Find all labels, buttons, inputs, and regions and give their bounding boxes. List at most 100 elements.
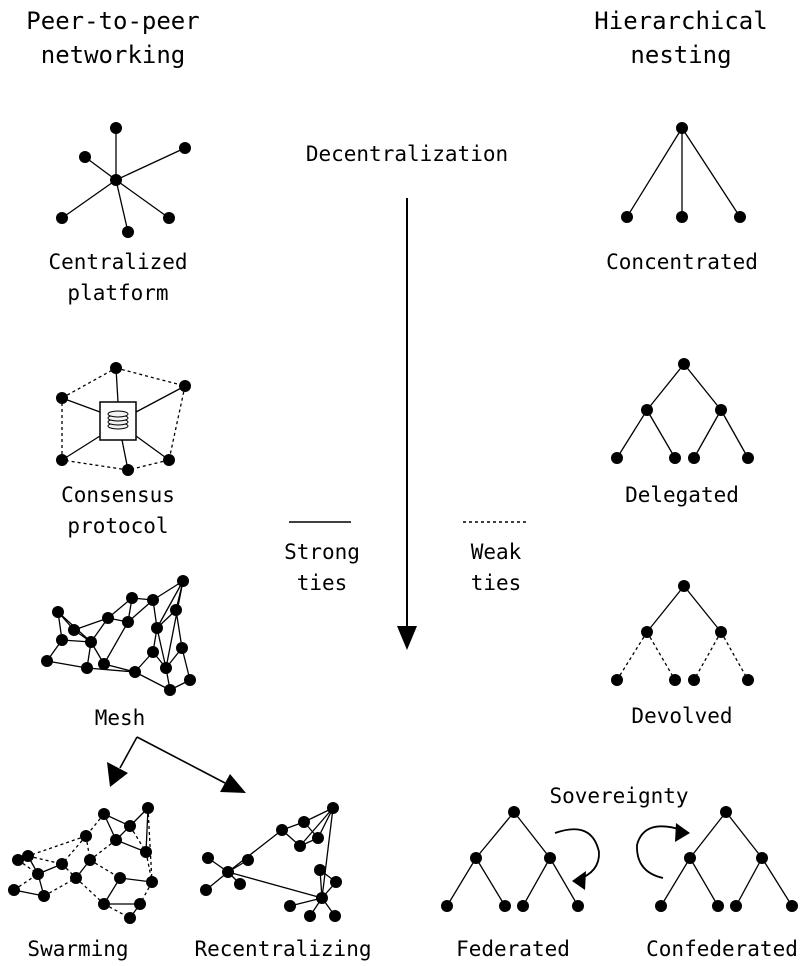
centralized-platform-graph [56,122,191,238]
node [678,358,690,370]
strong-tie-edge [513,811,551,859]
node [508,806,520,818]
devolved-label: Devolved [631,704,733,728]
node [110,174,122,186]
node [151,622,163,634]
strong-tie-edge [156,627,167,669]
node [720,806,732,818]
node [621,211,633,223]
node [676,122,688,134]
node [742,452,754,464]
node [284,900,296,912]
decentralization-arrow [397,198,417,650]
node [712,900,724,912]
node [146,876,158,888]
node [140,846,152,858]
node [129,666,141,678]
node [124,912,136,924]
node [98,898,110,910]
node [688,452,700,464]
node [756,852,768,864]
weak-ties-label: Weak ties [470,540,522,595]
strong-tie-edge [761,857,793,907]
weak-tie-edge [646,631,676,681]
strong-tie-edge [626,127,683,218]
strong-tie-edge [475,811,515,859]
mesh-graph [41,575,196,696]
node [114,872,126,884]
node [8,884,20,896]
weak-tie-edge [147,807,153,883]
strong-tie-edge [115,179,129,233]
confederated-label: Confederated [646,937,798,961]
strong-tie-edge [46,660,88,669]
confederated-graph [655,806,798,912]
strong-tie-edge [725,811,763,859]
node [742,674,754,686]
node [147,646,159,658]
mesh-label: Mesh [94,706,146,730]
strong-tie-edge [689,811,727,859]
weak-tie-edge [115,367,186,387]
strong-tie-edge [683,363,722,411]
strong-tie-edge [103,621,129,665]
node [176,642,188,654]
weak-tie-edge [43,877,77,897]
strong-tie-edge [522,857,551,907]
strong-tie-edge [135,435,170,461]
weak-tie-edge [27,835,87,857]
node [179,380,191,392]
node [177,575,189,587]
node [164,684,176,696]
node [441,900,453,912]
ledger-box [99,401,137,441]
node [184,674,196,686]
node [98,808,110,820]
strong-tie-edge [115,179,170,219]
strong-tie-edge [660,857,691,907]
node [517,900,529,912]
node [81,662,93,674]
node [98,658,110,670]
recentralizing-label: Recentralizing [194,937,372,961]
node [126,592,138,604]
network-graphs [8,122,798,924]
sovereignty-label: Sovereignty [549,784,689,808]
node [80,830,92,842]
node [163,212,175,224]
federated-label: Federated [456,937,570,961]
node [134,898,146,910]
node [56,858,68,870]
federated-graph [441,806,584,912]
node [688,674,700,686]
node [38,890,50,902]
node [572,900,584,912]
weak-tie-edge [720,631,749,681]
node [22,850,34,862]
strong-tie-edge [61,179,117,219]
node [611,674,623,686]
strong-tie-edge [165,580,184,669]
recentralizing-graph [200,802,342,922]
strong-tie-edge [321,807,334,899]
delegated-graph [611,358,754,464]
swarming-graph [8,802,158,924]
node [124,820,136,832]
centralized-platform-label: Centralized platform [48,250,188,305]
strong-tie-edge [646,363,685,411]
strong-tie-edge [145,807,149,853]
node [641,404,653,416]
node [304,910,316,922]
header-hierarchical: Hierarchical nesting [594,7,768,69]
node [122,226,134,238]
node [147,594,159,606]
node [200,884,212,896]
strong-tie-edge [689,857,719,907]
strong-tie-edge [156,580,184,629]
weak-tie-edge [616,631,648,681]
node [611,452,623,464]
node [734,211,746,223]
devolved-graph [611,580,754,686]
node [715,626,727,638]
weak-tie-edge [61,835,87,865]
